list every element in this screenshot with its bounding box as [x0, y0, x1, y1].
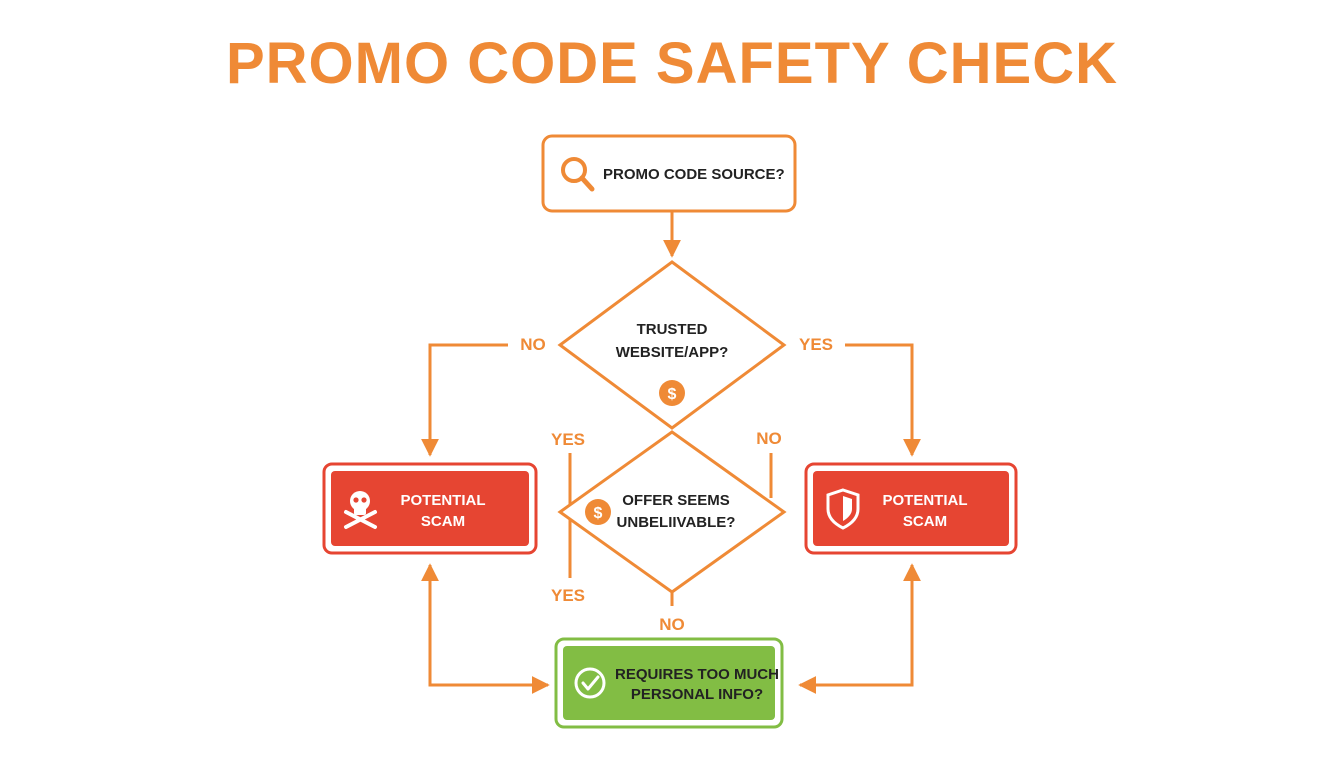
svg-text:$: $ — [668, 386, 677, 403]
edge-label-trusted-yes: YES — [799, 335, 833, 354]
personal-info-line2: PERSONAL INFO? — [631, 686, 763, 703]
check-circle-icon — [574, 667, 606, 699]
edge-label-offer-no-bottom: NO — [659, 615, 685, 634]
outcome-scam-right: POTENTIAL SCAM — [804, 462, 1018, 555]
connector-trusted-yes — [845, 343, 921, 457]
connector-personal-to-right-scam — [798, 563, 921, 694]
connector-trusted-no — [421, 343, 508, 457]
outcome-scam-left: POTENTIAL SCAM — [322, 462, 538, 555]
decision-trusted-line2: WEBSITE/APP? — [616, 344, 729, 361]
start-node: PROMO CODE SOURCE? — [541, 134, 797, 213]
start-node-label: PROMO CODE SOURCE? — [603, 166, 785, 183]
edge-label-offer-yes-bottom: YES — [551, 586, 585, 605]
edge-label-offer-no-top: NO — [756, 429, 782, 448]
personal-info-line1: REQUIRES TOO MUCH — [615, 666, 779, 683]
scam-right-line1: POTENTIAL — [883, 492, 968, 509]
dollar-coin-icon: $ — [659, 380, 685, 406]
shield-icon — [826, 488, 860, 530]
decision-offer: $ OFFER SEEMS UNBELIIVABLE? — [557, 430, 787, 594]
search-icon — [561, 157, 595, 192]
dollar-coin-icon: $ — [585, 499, 611, 525]
decision-personal-info: REQUIRES TOO MUCH PERSONAL INFO? — [554, 637, 784, 729]
skull-crossbones-icon — [344, 491, 377, 529]
decision-offer-line2: UNBELIIVABLE? — [617, 514, 736, 531]
decision-offer-line1: OFFER SEEMS — [622, 492, 730, 509]
connectors — [421, 212, 921, 694]
scam-left-line1: POTENTIAL — [401, 492, 486, 509]
edge-label-trusted-no: NO — [520, 335, 546, 354]
edge-label-offer-yes-top: YES — [551, 430, 585, 449]
scam-left-line2: SCAM — [421, 513, 465, 530]
svg-text:$: $ — [594, 505, 603, 522]
scam-right-line2: SCAM — [903, 513, 947, 530]
page-title: PROMO CODE SAFETY CHECK — [225, 31, 1118, 96]
connector-personal-to-left-scam — [421, 563, 550, 694]
decision-trusted: TRUSTED WEBSITE/APP? $ — [557, 260, 787, 430]
decision-trusted-line1: TRUSTED — [637, 321, 708, 338]
